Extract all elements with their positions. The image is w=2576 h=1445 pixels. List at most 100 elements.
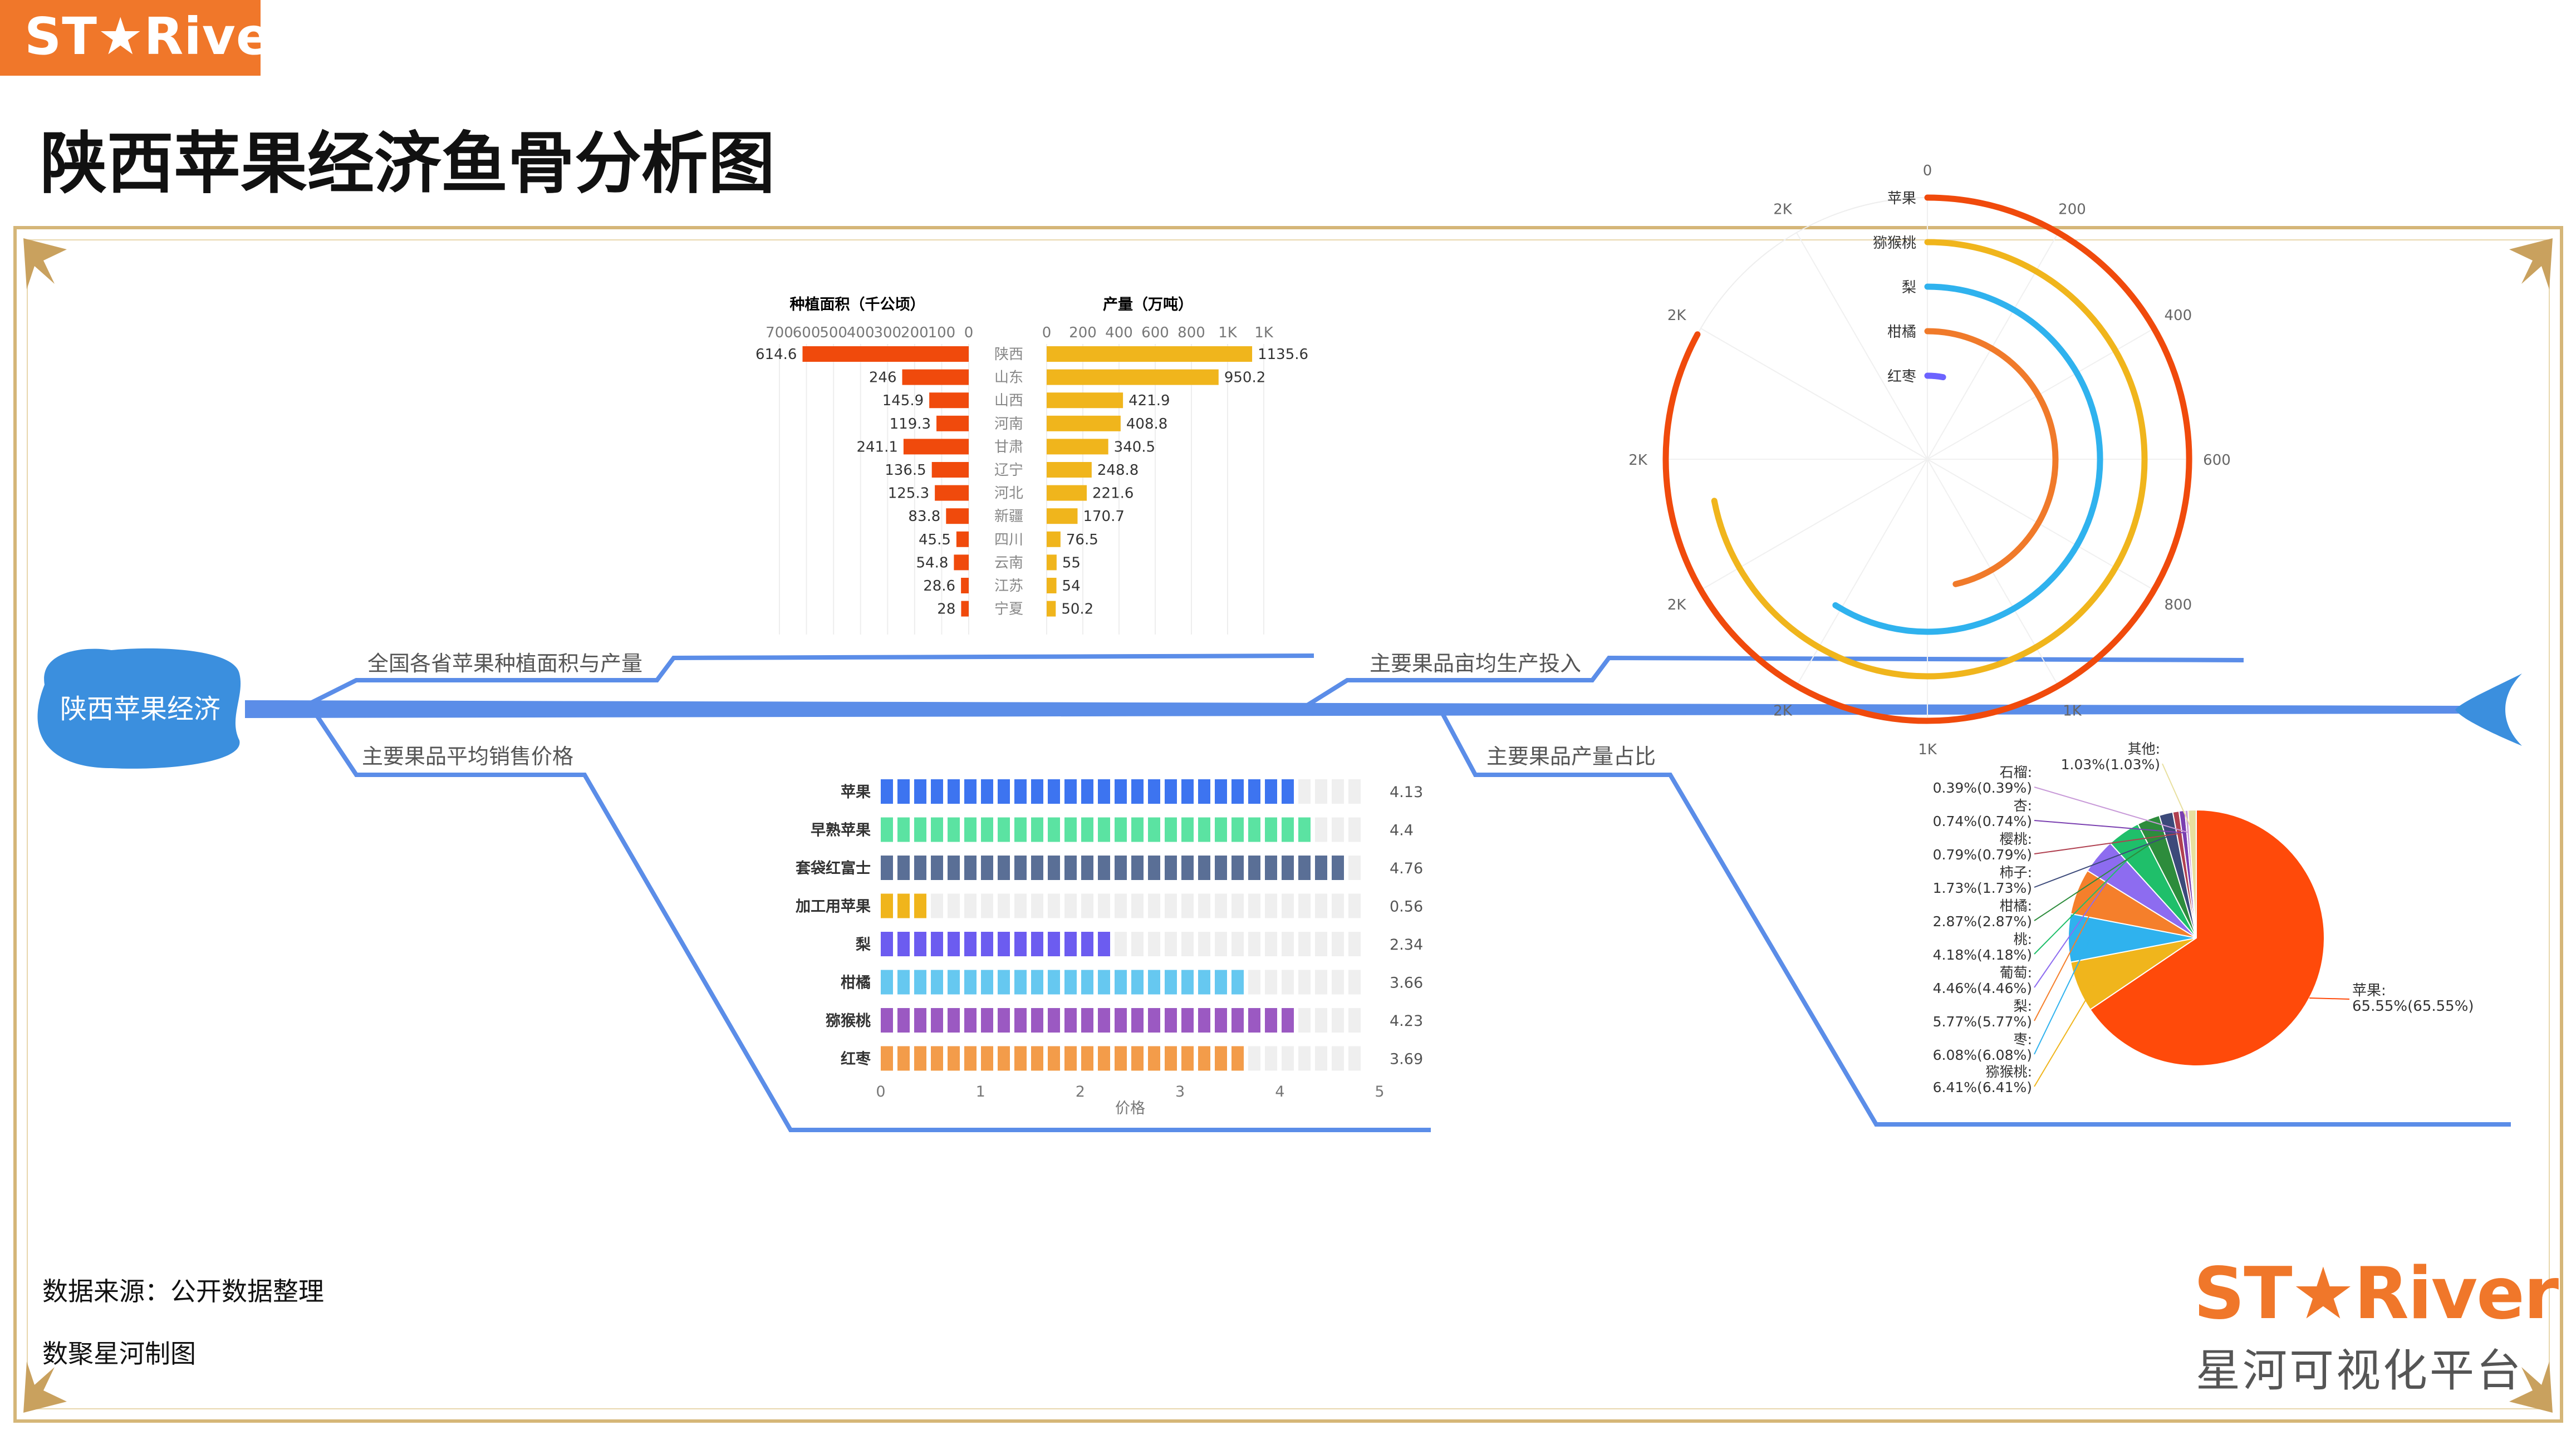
area-value-label: 119.3 <box>890 416 931 432</box>
price-bar-segment <box>1298 856 1311 880</box>
area-value-label: 145.9 <box>882 392 924 409</box>
price-bar-segment <box>931 932 943 956</box>
price-bar-segment <box>1348 932 1361 956</box>
output-bar <box>1047 531 1061 547</box>
output-bar <box>1047 601 1056 617</box>
price-bar-segment <box>1031 856 1043 880</box>
price-bar-segment <box>881 970 893 995</box>
price-bar-segment <box>981 1046 993 1071</box>
price-bar-segment <box>1064 1046 1077 1071</box>
price-bar-segment <box>998 970 1010 995</box>
price-bar-segment <box>1298 932 1311 956</box>
left-tick-label: 700 <box>766 325 793 341</box>
price-bar-segment <box>948 817 960 842</box>
price-bar-segment <box>897 779 910 804</box>
price-bar-segment <box>1131 970 1144 995</box>
price-bar-segment <box>1181 970 1194 995</box>
price-bar-segment <box>1231 856 1244 880</box>
price-bar-segment <box>1165 893 1177 918</box>
price-bar-segment <box>914 932 926 956</box>
area-bar <box>931 462 969 478</box>
price-bar-segment <box>1348 1046 1361 1071</box>
price-bar-segment <box>1115 1008 1127 1033</box>
price-bar-segment <box>1248 779 1260 804</box>
price-bar-segment <box>1181 1046 1194 1071</box>
price-bar-segment <box>1231 1008 1244 1033</box>
angle-tick-label: 200 <box>2058 201 2086 218</box>
pie-label: 石榴: <box>2000 764 2032 780</box>
province-label: 甘肃 <box>994 439 1023 455</box>
price-bar-segment <box>948 893 960 918</box>
pie-leader-line <box>2034 820 2185 834</box>
price-bar-segment <box>964 779 977 804</box>
price-bar-segment <box>1215 932 1227 956</box>
price-bar-segment <box>1198 817 1210 842</box>
pie-leader-line <box>2034 787 2189 833</box>
pie-label: 1.03%(1.03%) <box>2061 756 2160 773</box>
price-bar-segment <box>1298 1008 1311 1033</box>
price-bar-segment <box>1282 817 1294 842</box>
price-bar-segment <box>1248 893 1260 918</box>
price-bar-segment <box>1332 970 1344 995</box>
price-bar-segment <box>1131 779 1144 804</box>
price-bar-segment <box>1014 856 1027 880</box>
price-bar-segment <box>998 817 1010 842</box>
price-bar-segment <box>1298 893 1311 918</box>
province-label: 江苏 <box>994 578 1023 594</box>
price-bar-segment <box>1332 1008 1344 1033</box>
price-bar-segment <box>1248 1008 1260 1033</box>
price-bar-segment <box>1165 1008 1177 1033</box>
price-bar-segment <box>1148 1046 1160 1071</box>
price-bar-segment <box>1031 893 1043 918</box>
price-category-label: 早熟苹果 <box>811 822 871 839</box>
price-bar-segment <box>897 970 910 995</box>
logo: ST★River <box>0 0 297 76</box>
left-axis-title: 种植面积（千公顷） <box>790 296 925 313</box>
province-label: 四川 <box>994 532 1023 548</box>
price-bar-segment <box>948 1046 960 1071</box>
pie-label: 桃: <box>2014 931 2032 947</box>
pie-label: 杏: <box>2014 798 2032 814</box>
price-bar-segment <box>1198 893 1210 918</box>
price-bar-segment <box>1315 779 1327 804</box>
price-bar-segment <box>1315 932 1327 956</box>
price-bar-segment <box>1098 1008 1110 1033</box>
radial-bar <box>1924 372 1946 381</box>
price-bar-segment <box>1081 856 1093 880</box>
price-bar-segment <box>1131 817 1144 842</box>
area-bar <box>902 369 969 385</box>
price-bar-segment <box>1298 779 1311 804</box>
price-bar-segment <box>1165 970 1177 995</box>
pie-label: 4.18%(4.18%) <box>1933 947 2032 963</box>
price-bar-segment <box>1215 856 1227 880</box>
right-tick-label: 600 <box>1141 325 1169 341</box>
radial-bar <box>1711 239 2148 680</box>
price-bar-segment <box>931 817 943 842</box>
pie-label: 枣: <box>2014 1031 2032 1048</box>
fish-spine <box>245 700 2466 718</box>
price-bar-segment <box>981 970 993 995</box>
area-value-label: 246 <box>869 370 897 386</box>
left-tick-label: 200 <box>901 325 929 341</box>
price-bar-segment <box>1248 817 1260 842</box>
price-bar-segment <box>981 893 993 918</box>
inner-frame <box>27 239 2550 1409</box>
price-bar-segment <box>1048 817 1060 842</box>
price-bar-segment <box>1282 970 1294 995</box>
price-bar-segment <box>1081 1008 1093 1033</box>
price-bar-segment <box>1248 932 1260 956</box>
price-bar-segment <box>1215 893 1227 918</box>
output-bar <box>1047 369 1219 385</box>
price-bar-segment <box>914 1046 926 1071</box>
price-bar-segment <box>1231 970 1244 995</box>
page-title: 陕西苹果经济鱼骨分析图 <box>40 125 775 203</box>
pie-label: 葡萄: <box>2000 965 2032 981</box>
price-bar-segment <box>1148 893 1160 918</box>
angle-tick-label: 2K <box>1667 597 1687 613</box>
left-tick-label: 500 <box>820 325 847 341</box>
price-bar-segment <box>881 1008 893 1033</box>
price-bar-segment <box>1348 856 1361 880</box>
left-tick-label: 0 <box>964 325 974 341</box>
price-bar-segment <box>1181 856 1194 880</box>
